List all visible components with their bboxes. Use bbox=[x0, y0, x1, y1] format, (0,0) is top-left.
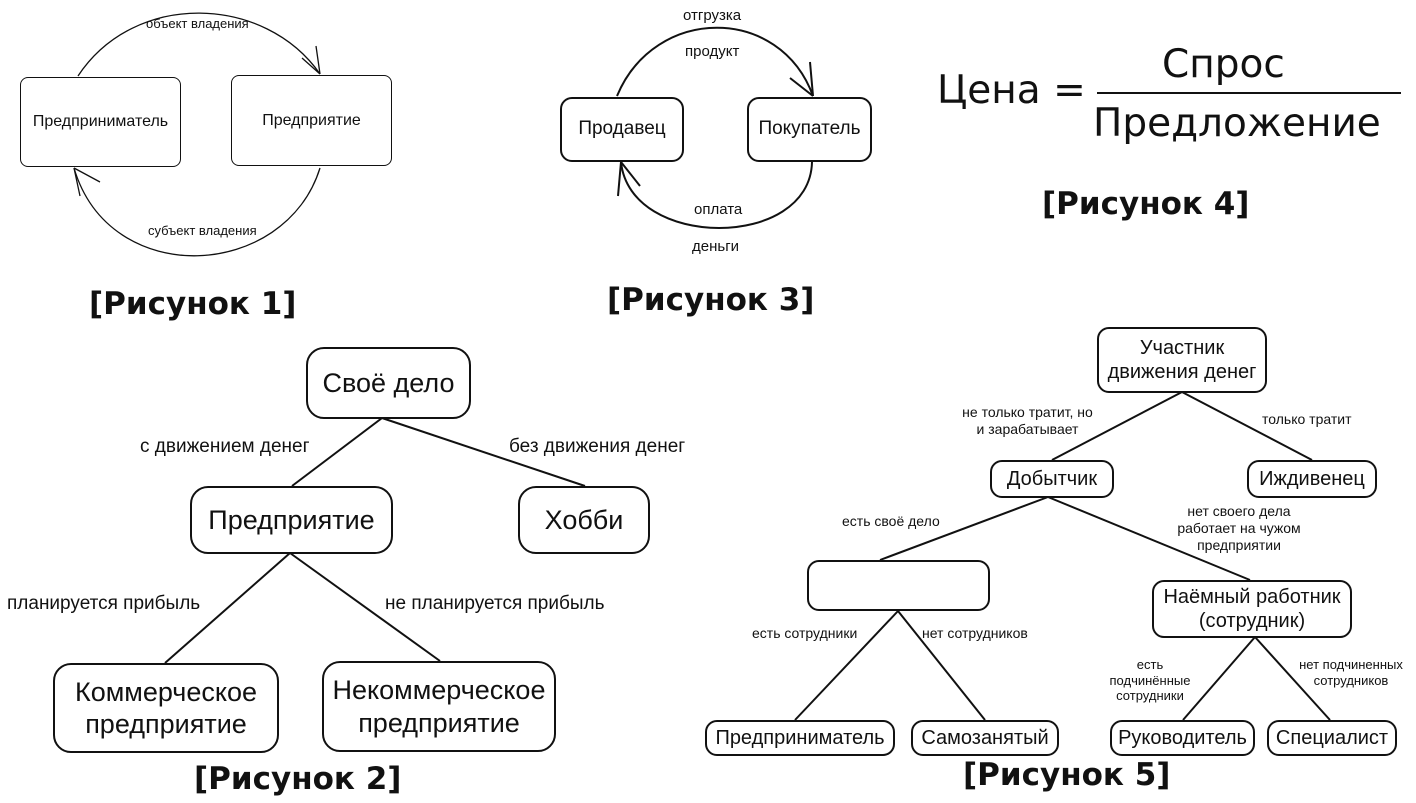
fig2-edge-label-no-profit: не планируется прибыль bbox=[385, 593, 605, 614]
fig2-edge-label-profit: планируется прибыль bbox=[7, 593, 201, 614]
fig4-price-label: Цена = bbox=[937, 68, 1086, 113]
arrow-ownership-subject bbox=[73, 167, 321, 257]
fig4-caption: [Рисунок 4] bbox=[1042, 186, 1250, 222]
fig5-self-employed-node: Самозанятый bbox=[911, 720, 1059, 756]
fig3-edge-label-product: продукт bbox=[685, 43, 740, 60]
fig2-edge-label-without-money: без движения денег bbox=[509, 436, 686, 457]
fig5-blank-node bbox=[807, 560, 990, 611]
fig5-manager-node: Руководитель bbox=[1110, 720, 1255, 756]
edge-root-hobby bbox=[381, 417, 586, 487]
edge-earner-blank bbox=[879, 496, 1049, 561]
fig2-edge-label-with-money: с движением денег bbox=[140, 436, 310, 457]
fig3-edge-label-shipment: отгрузка bbox=[683, 7, 742, 24]
fig5-edge-label-employed: нет своего дела работает на чужом предпр… bbox=[1177, 503, 1301, 553]
fig5-edge-label-earns: не только тратит, но и зарабатывает bbox=[962, 404, 1093, 437]
fig3-caption: [Рисунок 3] bbox=[607, 282, 815, 318]
arrow-ownership-object bbox=[77, 12, 321, 77]
edge-blank-selfemployed bbox=[897, 610, 986, 721]
edge-blank-entrepreneur bbox=[794, 610, 899, 721]
edge-enterprise-commercial bbox=[164, 552, 291, 664]
arrow-payment bbox=[620, 161, 813, 229]
edge-participant-dependent bbox=[1181, 391, 1313, 461]
fig2-commercial-node: Коммерческое предприятие bbox=[53, 663, 279, 753]
fig3-seller-node: Продавец bbox=[560, 97, 684, 162]
fig1-caption: [Рисунок 1] bbox=[89, 286, 297, 322]
fig4-numerator: Спрос bbox=[1162, 42, 1285, 87]
fig5-earner-node: Добытчик bbox=[990, 460, 1114, 498]
fig2-caption: [Рисунок 2] bbox=[194, 761, 402, 797]
fig3-edge-label-money: деньги bbox=[692, 238, 740, 255]
fig5-edge-label-no-staff: нет сотрудников bbox=[922, 625, 1028, 641]
fig1-enterprise-node: Предприятие bbox=[231, 75, 392, 166]
fig4-denominator: Предложение bbox=[1093, 101, 1381, 146]
edge-employee-manager bbox=[1182, 636, 1256, 721]
fig2-own-business-node: Своё дело bbox=[306, 347, 471, 419]
fig5-edge-label-no-subordinates: нет подчиненных сотрудников bbox=[1299, 657, 1403, 688]
fig5-caption: [Рисунок 5] bbox=[963, 757, 1171, 793]
fig5-edge-label-has-staff: есть сотрудники bbox=[752, 625, 858, 641]
fig4-fraction-bar bbox=[1097, 92, 1401, 94]
fig1-entrepreneur-node: Предприниматель bbox=[20, 77, 181, 167]
fig1-edge-label-object: объект владения bbox=[146, 16, 249, 31]
fig5-edge-label-has-subordinates: есть подчинённые сотрудники bbox=[1109, 657, 1191, 704]
arrow-shipment bbox=[616, 26, 814, 97]
fig2-noncommercial-node: Некоммерческое предприятие bbox=[322, 661, 556, 752]
edge-earner-employee bbox=[1047, 496, 1251, 581]
edge-participant-earner bbox=[1051, 391, 1183, 461]
fig2-enterprise-node: Предприятие bbox=[190, 486, 393, 554]
fig5-participant-node: Участник движения денег bbox=[1097, 327, 1267, 393]
fig5-specialist-node: Специалист bbox=[1267, 720, 1397, 756]
fig2-hobby-node: Хобби bbox=[518, 486, 650, 554]
edge-enterprise-noncommercial bbox=[289, 552, 441, 662]
fig5-employee-node: Наёмный работник (сотрудник) bbox=[1152, 580, 1352, 638]
fig3-edge-label-payment: оплата bbox=[694, 201, 743, 218]
fig1-edge-label-subject: субъект владения bbox=[148, 223, 257, 238]
fig5-edge-label-own-business: есть своё дело bbox=[842, 513, 940, 529]
edge-employee-specialist bbox=[1254, 636, 1331, 721]
fig5-dependent-node: Иждивенец bbox=[1247, 460, 1377, 498]
fig3-buyer-node: Покупатель bbox=[747, 97, 872, 162]
fig5-entrepreneur-node: Предприниматель bbox=[705, 720, 895, 756]
edge-root-enterprise bbox=[291, 417, 383, 487]
fig5-edge-label-spends: только тратит bbox=[1262, 411, 1352, 427]
